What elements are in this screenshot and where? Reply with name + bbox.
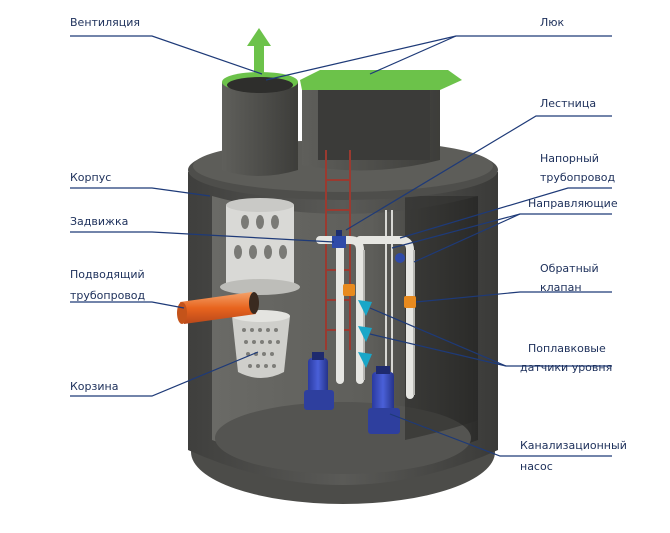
label-float-sensors-line1: Поплавковые	[528, 342, 606, 355]
leader-basket	[70, 351, 259, 397]
label-guides: Направляющие	[528, 197, 618, 210]
leader-check-valve	[415, 291, 612, 303]
basket	[232, 310, 290, 378]
label-check-valve-line2: клапан	[540, 281, 582, 294]
leader-pressure-pipe	[399, 187, 612, 239]
leader-ventilation	[70, 35, 263, 75]
label-check-valve-line1: Обратный	[540, 262, 599, 275]
gate-cylinder	[220, 198, 300, 295]
ventilation-arrow	[247, 28, 271, 76]
label-sewage-pump-line1: Канализационный	[520, 439, 627, 452]
leader-pump	[389, 413, 612, 457]
label-body: Корпус	[70, 171, 112, 184]
gate-valve	[332, 230, 346, 248]
pressure-pipes	[316, 236, 414, 399]
sewage-pump-left	[304, 352, 334, 410]
float-sensors	[358, 300, 372, 368]
hatch-neck	[300, 70, 462, 171]
leader-lines	[70, 35, 612, 457]
leader-gate-valve	[70, 231, 335, 243]
label-pressure-pipe-line2: трубопровод	[540, 171, 616, 184]
check-valves	[343, 253, 416, 308]
leader-guides-2	[413, 213, 521, 263]
leader-ladder	[345, 115, 612, 231]
inlet-pipe	[177, 292, 259, 324]
label-inlet-pipe-line2: трубопровод	[70, 289, 146, 302]
label-basket: Корзина	[70, 380, 119, 393]
label-inlet-pipe-line1: Подводящий	[70, 268, 145, 281]
leader-float-2	[369, 333, 507, 367]
leader-inlet-pipe	[70, 301, 185, 309]
label-ladder: Лестница	[540, 97, 597, 110]
label-sewage-pump-line2: насос	[520, 460, 553, 473]
leader-body	[70, 187, 211, 197]
label-pressure-pipe-line1: Напорный	[540, 152, 599, 165]
label-float-sensors-line2: датчики уровня	[520, 361, 613, 374]
label-gate-valve: Задвижка	[70, 215, 129, 228]
label-hatch: Люк	[540, 16, 565, 29]
label-ventilation: Вентиляция	[70, 16, 140, 29]
leader-hatch-2	[369, 35, 457, 75]
vent-neck	[222, 72, 298, 176]
